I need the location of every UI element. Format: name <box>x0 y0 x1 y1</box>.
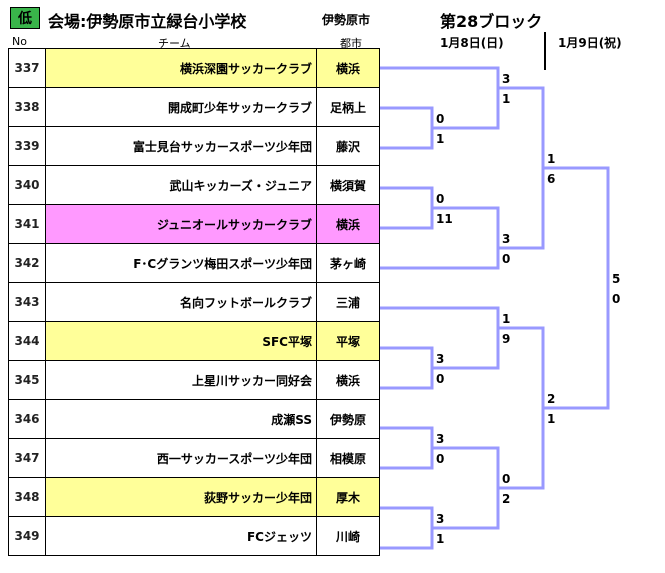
score: 0 <box>612 292 621 306</box>
score: 0 <box>502 472 511 486</box>
score: 2 <box>502 492 511 506</box>
score: 0 <box>436 192 445 206</box>
score: 1 <box>502 312 511 326</box>
score: 2 <box>547 392 556 406</box>
bracket-line <box>380 306 500 370</box>
team-city: 藤沢 <box>316 126 380 166</box>
bracket-line <box>498 326 545 490</box>
bracket-line <box>380 66 500 130</box>
column-header-city: 都市 <box>340 37 362 50</box>
team-city: 足柄上 <box>316 87 380 127</box>
score: 9 <box>502 332 511 346</box>
score: 3 <box>436 432 445 446</box>
team-city: 茅ヶ崎 <box>316 243 380 283</box>
score: 0 <box>502 252 511 266</box>
team-number: 341 <box>8 204 46 244</box>
score: 0 <box>436 452 445 466</box>
team-name: 武山キッカーズ・ジュニア <box>45 165 317 205</box>
score: 1 <box>436 532 445 546</box>
score: 3 <box>502 72 511 86</box>
team-name: 開成町少年サッカークラブ <box>45 87 317 127</box>
score: 3 <box>436 512 445 526</box>
venue-title: 会場:伊勢原市立緑台小学校 <box>48 12 247 31</box>
bracket-line <box>380 206 500 270</box>
score: 1 <box>436 132 445 146</box>
team-name: F･Cグランツ梅田スポーツ少年団 <box>45 243 317 283</box>
team-number: 340 <box>8 165 46 205</box>
team-name: FCジェッツ <box>45 516 317 556</box>
block-title: 第28ブロック <box>440 12 543 31</box>
score: 11 <box>436 212 453 226</box>
venue-city: 伊勢原市 <box>322 13 371 27</box>
team-number: 349 <box>8 516 46 556</box>
team-city: 横浜 <box>316 360 380 400</box>
team-name: 横浜深園サッカークラブ <box>45 48 317 88</box>
score: 5 <box>612 272 621 286</box>
score: 3 <box>436 352 445 366</box>
team-city: 平塚 <box>316 321 380 361</box>
team-name: 名向フットボールクラブ <box>45 282 317 322</box>
bracket-line <box>380 186 434 230</box>
team-city: 川崎 <box>316 516 380 556</box>
team-city: 横浜 <box>316 48 380 88</box>
bracket-line <box>380 106 434 150</box>
bracket-line <box>380 506 434 550</box>
low-grade-badge: 低 <box>10 7 40 29</box>
score: 1 <box>547 152 556 166</box>
team-city: 相模原 <box>316 438 380 478</box>
bracket-line <box>498 86 545 250</box>
team-name: 富士見台サッカースポーツ少年団 <box>45 126 317 166</box>
date-divider <box>544 32 546 70</box>
bracket-line <box>380 346 434 390</box>
score: 0 <box>436 112 445 126</box>
score: 0 <box>436 372 445 386</box>
team-number: 337 <box>8 48 46 88</box>
team-city: 横浜 <box>316 204 380 244</box>
team-name: 上星川サッカー同好会 <box>45 360 317 400</box>
team-number: 343 <box>8 282 46 322</box>
team-city: 伊勢原 <box>316 399 380 439</box>
bracket-line <box>380 426 434 470</box>
bracket-line <box>543 166 610 410</box>
date-day2: 1月9日(祝) <box>558 36 622 50</box>
team-number: 344 <box>8 321 46 361</box>
team-city: 三浦 <box>316 282 380 322</box>
score: 1 <box>547 412 556 426</box>
score: 1 <box>502 92 511 106</box>
team-number: 348 <box>8 477 46 517</box>
team-name: ジュニオールサッカークラブ <box>45 204 317 244</box>
column-header-team: チーム <box>158 37 191 50</box>
team-city: 横須賀 <box>316 165 380 205</box>
column-header-no: No <box>12 35 27 48</box>
score: 3 <box>502 232 511 246</box>
date-day1: 1月8日(日) <box>440 36 504 50</box>
team-name: SFC平塚 <box>45 321 317 361</box>
team-number: 345 <box>8 360 46 400</box>
team-name: 荻野サッカー少年団 <box>45 477 317 517</box>
team-number: 338 <box>8 87 46 127</box>
score: 6 <box>547 172 556 186</box>
